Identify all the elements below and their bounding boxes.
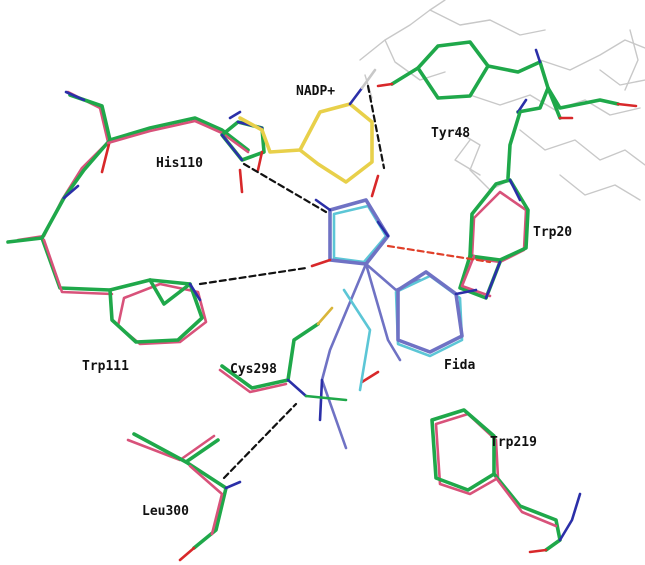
tyr48-residue [376,40,638,120]
label-tyr48: Tyr48 [431,126,470,141]
label-cys298: Cys298 [230,362,277,377]
trp219-residue [430,408,582,554]
label-trp111: Trp111 [82,359,129,374]
his110-residue [6,90,266,244]
label-nadp: NADP+ [296,84,335,99]
residue-labels: NADP+ His110 Tyr48 Trp20 Trp111 Cys298 F… [82,84,572,519]
leu300-residue [126,432,242,562]
background-protein-wires [359,0,645,201]
label-leu300: Leu300 [142,504,189,519]
trp111-residue [40,236,208,346]
label-trp219: Trp219 [490,435,537,450]
cys298-residue [218,306,348,402]
trp20-residue [458,110,530,300]
fida-ligand [310,174,478,450]
label-trp20: Trp20 [533,225,572,240]
label-fida: Fida [444,358,475,373]
label-his110: His110 [156,156,203,171]
hydrogen-bonds [198,84,492,480]
nadp-cofactor [238,68,377,184]
